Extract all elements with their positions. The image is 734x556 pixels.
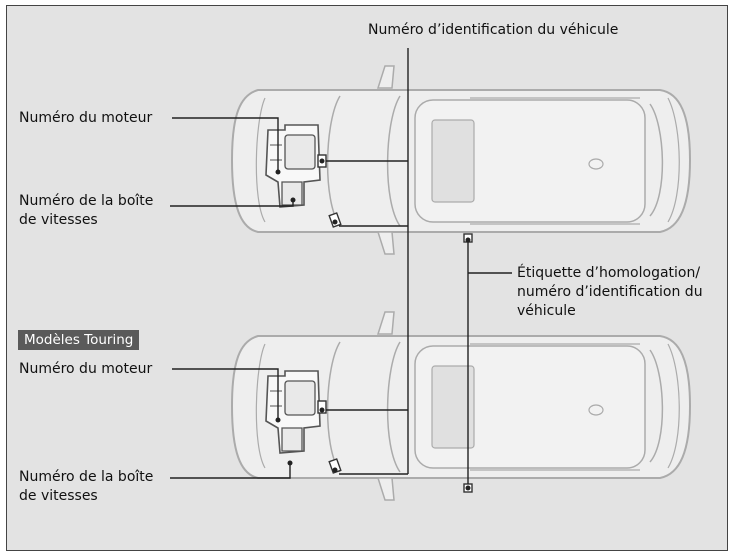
- engine-number-label-touring: Numéro du moteur: [19, 361, 153, 377]
- cert-label-line3: véhicule: [517, 303, 576, 319]
- gearbox-number-label-line2: de vitesses: [19, 212, 98, 228]
- gearbox-number-label-touring-line1: Numéro de la boîte: [19, 469, 154, 485]
- touring-models-badge: Modèles Touring: [18, 330, 140, 350]
- vin-label-top: Numéro d’identification du véhicule: [368, 22, 619, 38]
- gearbox-number-label-touring-line2: de vitesses: [19, 488, 98, 504]
- gearbox-number-label-line1: Numéro de la boîte: [19, 193, 154, 209]
- cert-label-line1: Étiquette d’homologation/: [517, 265, 701, 281]
- engine-number-label: Numéro du moteur: [19, 110, 153, 126]
- cert-label-line2: numéro d’identification du: [517, 284, 703, 300]
